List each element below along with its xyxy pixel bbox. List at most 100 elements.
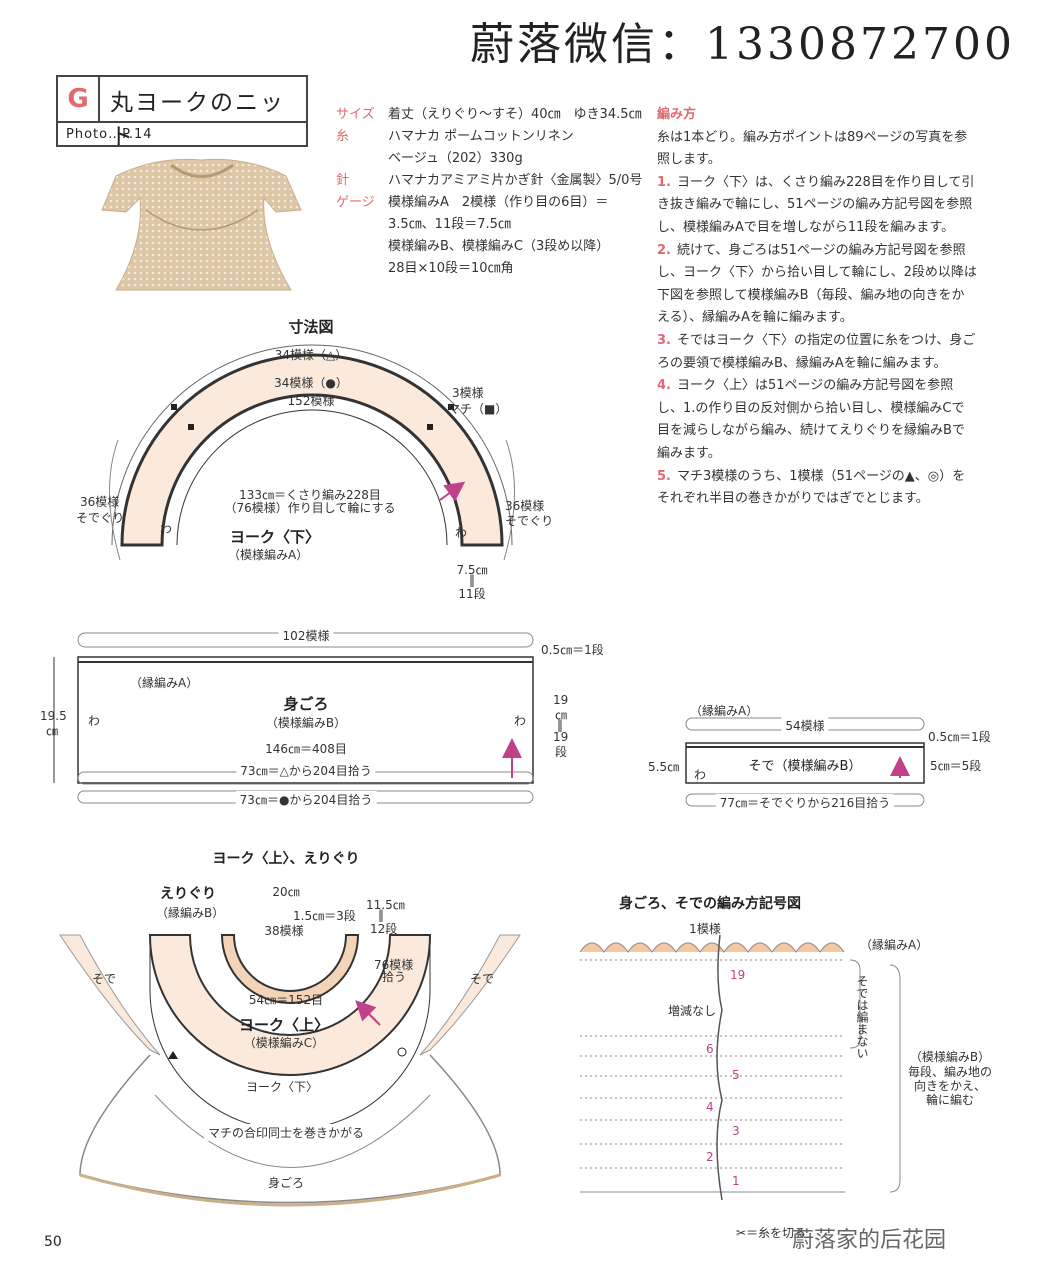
label: 19.5 <box>40 709 67 723</box>
instruction-step: 5.マチ3模様のうち、1模様（51ページの▲、◎）をそれぞれ半目の巻きかがりでは… <box>657 466 977 511</box>
label: 段 <box>555 745 568 759</box>
label: 増減なし <box>668 1004 717 1018</box>
upper-yoke-diagram <box>59 934 521 1207</box>
instructions-intro: 糸は1本どり。編み方ポイントは89ページの写真を参照します。 <box>657 129 968 168</box>
label: （縁編みB） <box>156 906 225 920</box>
step-number: 3. <box>657 332 671 348</box>
spec-row: 糸 ハマナカ ポームコットンリネン <box>336 126 642 148</box>
label: 34模様（●） <box>274 376 348 390</box>
label: ヨーク〈上〉 <box>238 1016 330 1034</box>
label: （縁編みA） <box>690 704 759 718</box>
label: 77㎝＝そでぐりから216目拾う <box>715 794 895 811</box>
spec-key: 糸 <box>336 129 350 144</box>
row-number: 3 <box>732 1124 740 1138</box>
label: 73㎝＝●から204目拾う <box>235 791 377 808</box>
label: 20㎝ <box>272 885 300 899</box>
step-number: 5. <box>657 468 671 484</box>
spec-row: 3.5㎝、11段＝7.5㎝ <box>336 214 642 236</box>
label: 0.5㎝＝1段 <box>928 730 991 744</box>
label: わ <box>88 714 101 728</box>
label: 19 <box>553 730 569 744</box>
yoke-diagram-title: 寸法図 <box>288 318 334 336</box>
upper-yoke-title: ヨーク〈上〉、えりぐり <box>212 851 360 867</box>
label: 54模様 <box>781 717 829 734</box>
label: 12段 <box>370 922 398 936</box>
step-number: 2. <box>657 242 671 258</box>
step-number: 4. <box>657 378 671 394</box>
instruction-step: 1.ヨーク〈下〉は、くさり編み228目を作り目して引き抜き編みで輪にし、51ペー… <box>657 172 977 240</box>
label: （模様編みB） <box>265 716 347 730</box>
row-number: 5 <box>732 1068 740 1082</box>
spec-row: ベージュ（202）330g <box>336 148 642 170</box>
label: 身ごろ <box>283 695 329 713</box>
legend: ✂＝糸を切る <box>736 1226 807 1240</box>
step-text: 続けて、身ごろは51ページの編み方記号図を参照し、ヨーク〈下〉から拾い目して輪に… <box>657 242 977 326</box>
label: 3模様 <box>452 386 484 400</box>
stitch-chart-title: 身ごろ、そでの編み方記号図 <box>619 896 801 912</box>
label: 133㎝＝くさり編み228目 <box>239 488 381 502</box>
label: （縁編みA） <box>860 938 929 952</box>
spec-key: ゲージ <box>336 195 375 210</box>
spec-value: ハマナカアミアミ片かぎ針〈金属製〉5/0号 <box>388 173 643 188</box>
label: ㎝ <box>555 708 568 722</box>
label: わ <box>694 768 707 782</box>
label: （76模様）作り目して輪にする <box>224 501 396 515</box>
title-row: G 丸ヨークのニット <box>58 77 306 150</box>
spec-value: ハマナカ ポームコットンリネン <box>388 129 574 144</box>
label: そで <box>470 972 495 986</box>
watermark-text: 蔚落微信：1330872700 <box>470 19 1015 70</box>
label: 5.5㎝ <box>648 760 680 774</box>
label: （模様編みA） <box>228 548 309 562</box>
label: 1模様 <box>689 922 721 936</box>
label: 76模様 <box>374 958 414 972</box>
label: （縁編みA） <box>130 676 199 690</box>
label: ‖ <box>469 573 475 587</box>
spec-list: サイズ着丈（えりぐり～すそ）40㎝ ゆき34.5㎝ 糸 ハマナカ ポームコットンリ… <box>336 104 642 280</box>
label: （模様編みC） <box>243 1036 325 1050</box>
label: そでぐり <box>76 511 125 525</box>
step-text: ヨーク〈上〉は51ページの編み方記号図を参照し、1.の作り目の反対側から拾い目し… <box>657 378 965 461</box>
spec-row: サイズ着丈（えりぐり～すそ）40㎝ ゆき34.5㎝ <box>336 104 642 126</box>
label: えりぐり <box>160 886 216 902</box>
photo-reference: Photo…P.14 <box>66 127 153 142</box>
label: 向きをかえ、 <box>913 1079 987 1093</box>
row-number: 4 <box>706 1100 714 1114</box>
label: 身ごろ <box>267 1176 305 1190</box>
label: 輪に編む <box>925 1093 975 1107</box>
label: 7.5㎝ <box>456 563 488 577</box>
label: そで（模様編みB） <box>748 759 862 774</box>
label: わ <box>160 522 173 536</box>
label: ヨーク〈下〉 <box>245 1080 319 1094</box>
label: 36模様 <box>80 495 120 509</box>
spec-row: 28目×10段＝10㎝角 <box>336 258 642 280</box>
label: 11段 <box>458 587 486 601</box>
label: わ <box>514 714 527 728</box>
yoke-dimension-diagram <box>109 344 515 561</box>
label: 36模様 <box>505 499 545 513</box>
label: そでぐり <box>505 514 554 528</box>
garment-photo <box>101 158 302 291</box>
page-number: 50 <box>44 1234 62 1250</box>
instructions-heading: 編み方 <box>657 107 697 122</box>
label: そで <box>92 972 117 986</box>
instruction-step: 4.ヨーク〈上〉は51ページの編み方記号図を参照し、1.の作り目の反対側から拾い… <box>657 375 977 465</box>
label: ‖ <box>378 908 384 922</box>
label: わ <box>455 526 468 540</box>
spec-row: 針ハマナカアミアミ片かぎ針〈金属製〉5/0号 <box>336 170 642 192</box>
label: そでは編まない <box>855 975 869 1059</box>
label: 5㎝＝5段 <box>930 759 982 773</box>
label: マチの合印同士を巻きかがる <box>203 1124 369 1141</box>
spec-row: 模様編みB、模様編みC（3段め以降） <box>336 236 642 258</box>
label: 34模様（△） <box>274 348 348 362</box>
step-text: マチ3模様のうち、1模様（51ページの▲、◎）をそれぞれ半目の巻きかがりではぎで… <box>657 468 966 507</box>
label: 73㎝＝△から204目拾う <box>236 762 376 779</box>
row-number: 19 <box>730 968 746 982</box>
label: 146㎝＝408目 <box>265 742 347 756</box>
stitch-chart <box>579 934 901 1201</box>
label: マチ（■） <box>448 402 508 416</box>
spec-value: 模様編みB、模様編みC（3段め以降） <box>388 239 610 254</box>
row-number: 1 <box>732 1174 740 1188</box>
label: 54㎝＝152目 <box>248 993 324 1007</box>
label: 11.5㎝ <box>366 898 405 912</box>
pattern-letter: G <box>58 77 100 121</box>
